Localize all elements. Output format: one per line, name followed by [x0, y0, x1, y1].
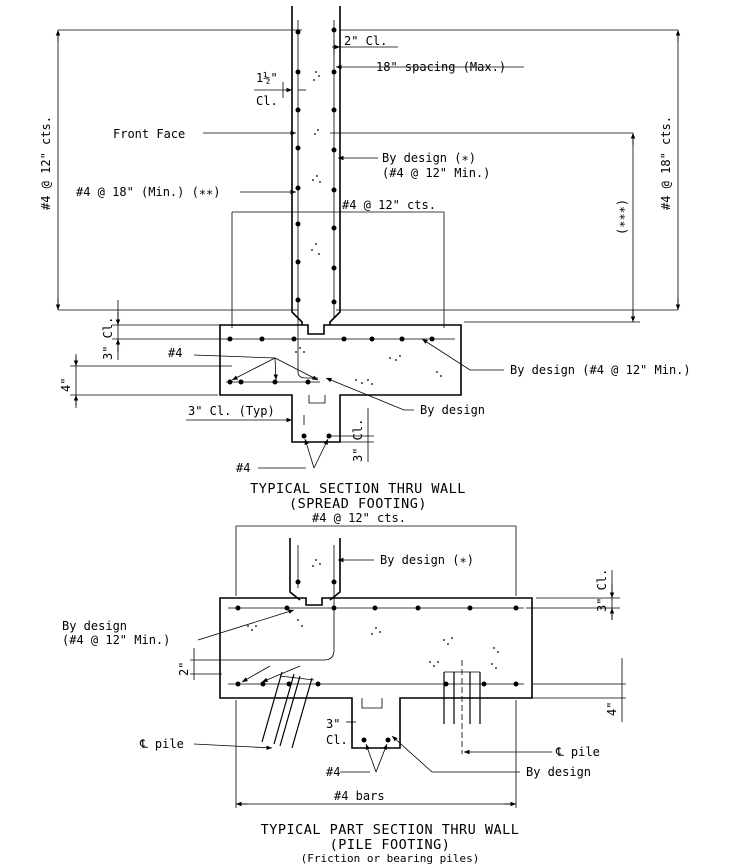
- pile-top-dots: [235, 605, 519, 611]
- label-cover-3-cl: 3" Cl.: [101, 317, 115, 360]
- concrete-stipple: [295, 71, 442, 385]
- label-key-cl: 3" Cl.: [351, 419, 365, 462]
- pile-key-dots: [361, 737, 391, 743]
- dowel-hook: [297, 300, 318, 379]
- label-triple-star: (∗∗∗): [615, 199, 629, 235]
- pile-by-design-key-leader: [391, 735, 520, 773]
- pile-wall-stem: [289, 538, 341, 601]
- label-key-bar: #4: [236, 461, 250, 475]
- label-front-face: Front Face: [113, 127, 185, 141]
- label-by-design-min: By design (#4 @ 12" Min.): [510, 363, 691, 377]
- label-min-18: #4 @ 18" (Min.) (∗∗): [76, 185, 221, 199]
- pile-label-pile-right: ℄ pile: [555, 745, 600, 759]
- key-notch: [308, 395, 326, 404]
- pile-label-cover-3-cl: 3" Cl.: [595, 569, 609, 612]
- pile-title-2: (PILE FOOTING): [330, 837, 451, 853]
- label-cover-typ: 3" Cl. (Typ): [188, 404, 275, 418]
- wall-stem: [291, 6, 341, 325]
- pile-by-design-leader: [197, 609, 295, 641]
- pile-label-by-design-key: By design: [526, 765, 591, 779]
- label-bar-4: #4: [168, 346, 182, 360]
- spread-footing-section: 2" Cl. 18" spacing (Max.) 1½" Cl. Front …: [39, 6, 691, 512]
- pile-label-bars-4: #4 bars: [334, 789, 385, 803]
- pile-label-by-design: By design: [62, 619, 127, 633]
- pile-wall-dots: [295, 579, 337, 585]
- pile-label-by-design-star: By design (∗): [380, 553, 474, 567]
- pile-footing-section: #4 @ 12" cts. By design (∗): [62, 511, 626, 865]
- label-cover-top: 2" Cl.: [344, 34, 387, 48]
- spread-title-2: (SPREAD FOOTING): [289, 496, 427, 512]
- left-pile: [261, 671, 315, 749]
- pile-stipple: [247, 559, 499, 669]
- label-cts-12: #4 @ 12" cts.: [342, 198, 436, 212]
- wall-bar-dots: [295, 27, 337, 305]
- label-spacing-max: 18" spacing (Max.): [376, 60, 506, 74]
- pile-title-3: (Friction or bearing piles): [301, 852, 480, 865]
- label-min-12: (#4 @ 12" Min.): [382, 166, 490, 180]
- pile-key-notch: [361, 698, 383, 709]
- pile-label-pile-left: ℄ pile: [139, 737, 184, 751]
- pile-label-min-12: (#4 @ 12" Min.): [62, 633, 170, 647]
- by-design-leader: [325, 377, 414, 411]
- spread-footing-outline: [219, 324, 462, 443]
- label-dim-4: 4": [59, 378, 73, 392]
- label-by-design-star: By design (∗): [382, 151, 476, 165]
- right-pile: [443, 660, 481, 754]
- pile-label-dim-2: 2": [177, 662, 191, 676]
- pile-label-cts-12: #4 @ 12" cts.: [312, 511, 406, 525]
- label-by-design: By design: [420, 403, 485, 417]
- pile-left-leader: [193, 743, 273, 750]
- pile-label-dim-4: 4": [605, 702, 619, 716]
- footing-top-dots: [227, 336, 435, 342]
- pile-label-key-cl-1: 3": [326, 717, 340, 731]
- bar4-leader: [193, 354, 276, 359]
- pile-label-key-bar: #4: [326, 765, 340, 779]
- pile-title-1: TYPICAL PART SECTION THRU WALL: [261, 822, 520, 838]
- by-design-min-leader: [421, 338, 504, 371]
- footing-bottom-dots: [227, 379, 311, 385]
- key-bar-dots: [301, 433, 332, 439]
- pile-label-key-cl-2: Cl.: [326, 733, 348, 747]
- spread-title-1: TYPICAL SECTION THRU WALL: [250, 481, 466, 497]
- pile-dowel-hook: [222, 588, 335, 661]
- label-left-vertical: #4 @ 12" cts.: [39, 116, 53, 210]
- label-right-vertical: #4 @ 18" cts.: [659, 116, 673, 210]
- label-cover-side-frac: 1½": [256, 71, 278, 85]
- label-cover-side-cl: Cl.: [256, 94, 278, 108]
